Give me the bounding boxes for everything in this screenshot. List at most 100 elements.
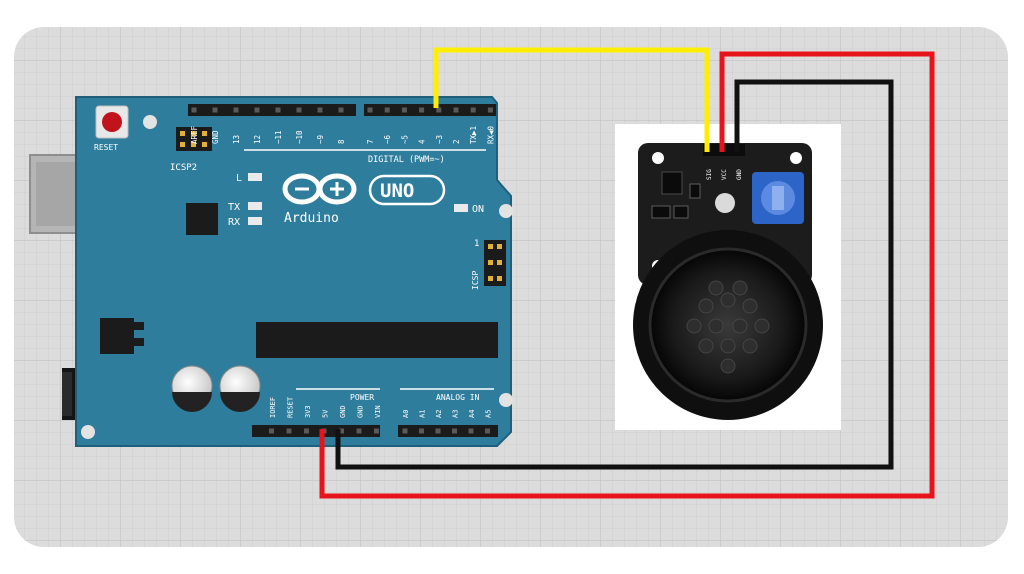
grille-hole [708,318,724,334]
reset-button-cap [102,112,122,132]
digital-pin-hole [419,107,425,113]
icsp-pin-one: 1 [474,239,479,249]
grille-hole [720,338,736,354]
analog-pin-label: A0 [402,410,410,418]
digital-pin-label: ~10 [295,130,304,144]
digital-pin-label: 7 [366,139,375,144]
speaker-grille-holes [686,280,770,374]
wire-signal-yellow [433,47,710,152]
grille-hole [742,298,758,314]
digital-pin-hole [338,107,344,113]
digital-pin-hole [487,107,493,113]
digital-pin-label: AREF [190,125,199,144]
mounting-hole [143,115,157,129]
digital-label: DIGITAL (PWM=~) [368,155,445,165]
module-mounting-hole [790,152,802,164]
digital-pin-label: 8 [337,139,346,144]
digital-pin-hole [212,107,218,113]
module-resistor [689,183,701,199]
grille-hole [742,338,758,354]
grille-hole [686,318,702,334]
wires [319,47,935,499]
icsp-label: ICSP [471,271,480,290]
analog-pin-label: A1 [419,410,427,418]
power-pin-hole [269,428,274,434]
digital-pin-hole [296,107,302,113]
led-rx [248,217,262,225]
module-pin-label: VCC [721,169,728,180]
analog-pin-hole [485,428,490,434]
digital-pin-label: 13 [232,135,241,144]
mounting-hole [499,393,513,407]
module-mounting-hole [652,152,664,164]
module-led [715,193,735,213]
digital-pin-label: RX◀0 [486,125,495,144]
grille-hole [698,338,714,354]
led-l [248,173,262,181]
power-pin-hole [374,428,379,434]
wire-ground-black [335,79,894,470]
power-header [252,425,380,437]
digital-pin-hole [436,107,442,113]
digital-pin-hole [317,107,323,113]
analog-pin-hole [452,428,457,434]
analog-pin-label: A4 [468,410,476,418]
power-pin-hole [304,428,309,434]
brand-text: Arduino [284,211,339,226]
analog-pin-hole [435,428,441,434]
wire-power-red [319,51,935,499]
digital-pin-hole [401,107,407,113]
power-label: POWER [350,393,374,402]
digital-pin-hole [384,107,390,113]
atmega-chip [256,322,498,358]
digital-pin-label: ~5 [400,135,409,144]
usb-chip [186,203,218,235]
arduino-logo [282,173,446,206]
power-pin-hole [339,428,344,434]
reset-label: RESET [94,143,118,152]
power-pin-label: IOREF [269,397,277,418]
digital-pin-hole [470,107,476,113]
digital-pin-label: TX▶1 [469,126,478,144]
power-pin-label: VIN [374,405,382,418]
analog-pin-hole [419,428,424,434]
grille-hole [720,292,736,308]
led-rx-label: RX [228,217,240,228]
module-pin-label: GND [736,169,743,180]
power-pin-label: GND [357,405,365,418]
digital-pin-label: ~6 [383,134,392,144]
icsp2-header [176,127,212,151]
digital-header-left [188,104,356,116]
logo-text: UNO [380,180,414,202]
module-resistor [673,205,689,219]
power-pin-label: 3V3 [304,405,312,418]
uno-badge [368,174,446,206]
grille-hole [732,280,748,296]
power-pin-hole [286,428,292,434]
board-pcb [75,96,512,447]
grille-hole [754,318,770,334]
power-pin-label: RESET [287,396,295,418]
on-label: ON [472,204,484,215]
digital-pin-hole [254,107,260,113]
digital-pin-holes [191,107,493,113]
grille-hole [732,318,748,334]
module-chip [661,171,683,195]
grille-hole [708,280,724,296]
capacitor [219,365,261,412]
led-on [454,204,468,212]
digital-pin-label: 4 [418,139,427,144]
digital-pin-label: GND [211,130,220,144]
mounting-hole [81,425,95,439]
icsp-header [484,240,506,286]
led-tx [248,202,262,210]
module-resistor [651,205,671,219]
digital-pin-hole [453,107,459,113]
digital-pin-label: ~9 [316,135,325,144]
analog-pin-label: A3 [452,410,460,418]
analog-label: ANALOG IN [436,393,480,402]
